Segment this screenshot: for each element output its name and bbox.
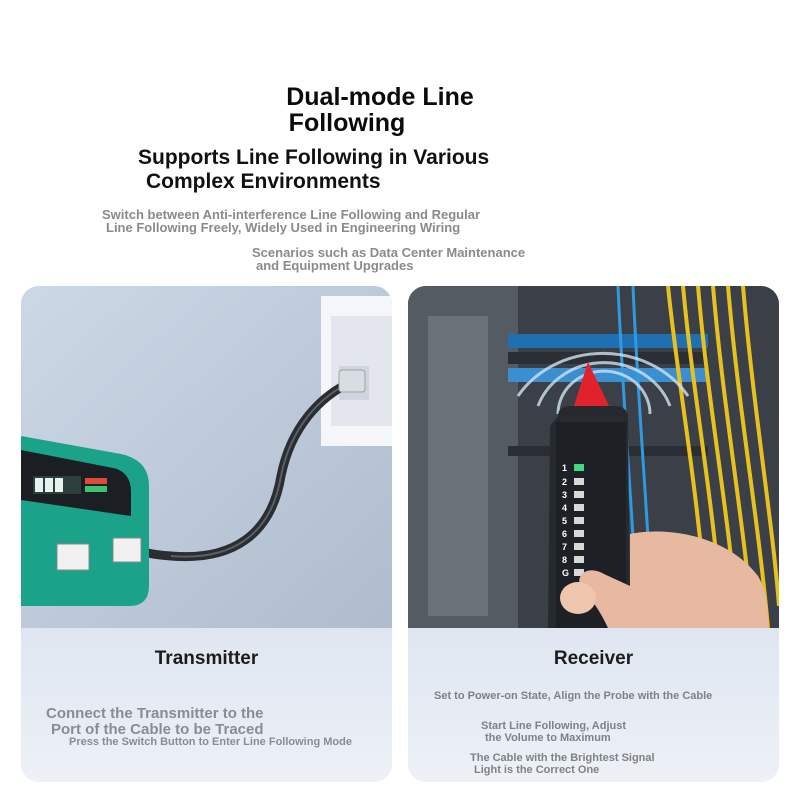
transmitter-photo [21,286,392,628]
receiver-step-1: Set to Power-on State, Align the Probe w… [434,690,713,702]
transmitter-title: Transmitter [154,648,259,669]
receiver-step-3-line-2: Light is the Correct One [474,764,600,776]
description-line-2: Line Following Freely, Widely Used in En… [106,220,461,235]
receiver-panel: 1 2 3 4 5 6 7 8 G Receiver Set to Power-… [408,286,779,782]
led-label: 3 [562,490,567,500]
led-label: 8 [562,555,567,565]
title-line-2: Following [288,109,406,137]
transmitter-step-1-line-1: Connect the Transmitter to the [46,705,264,722]
led-label: G [562,568,569,578]
transmitter-step-1-line-2: Port of the Cable to be Traced [51,721,264,738]
subtitle-line-2: Complex Environments [146,170,381,193]
description-line-4: and Equipment Upgrades [256,258,414,273]
subtitle-line-1: Supports Line Following in Various [138,146,490,169]
led-label: 5 [562,516,567,526]
led-label: 2 [562,477,567,487]
led-label: 1 [562,463,567,473]
receiver-step-3-line-1: The Cable with the Brightest Signal [470,752,655,764]
transmitter-step-2: Press the Switch Button to Enter Line Fo… [69,736,352,748]
led-label: 7 [562,542,567,552]
receiver-step-2-line-1: Start Line Following, Adjust [481,720,627,732]
transmitter-panel: Transmitter Connect the Transmitter to t… [21,286,392,782]
description-line-1: Switch between Anti-interference Line Fo… [102,207,481,222]
title-line-1: Dual-mode Line [286,83,474,111]
receiver-step-2-line-2: the Volume to Maximum [485,732,611,744]
receiver-title: Receiver [553,648,634,669]
led-label: 6 [562,529,567,539]
led-label: 4 [562,503,567,513]
description-line-3: Scenarios such as Data Center Maintenanc… [252,245,526,260]
receiver-photo: 1 2 3 4 5 6 7 8 G [408,286,779,628]
